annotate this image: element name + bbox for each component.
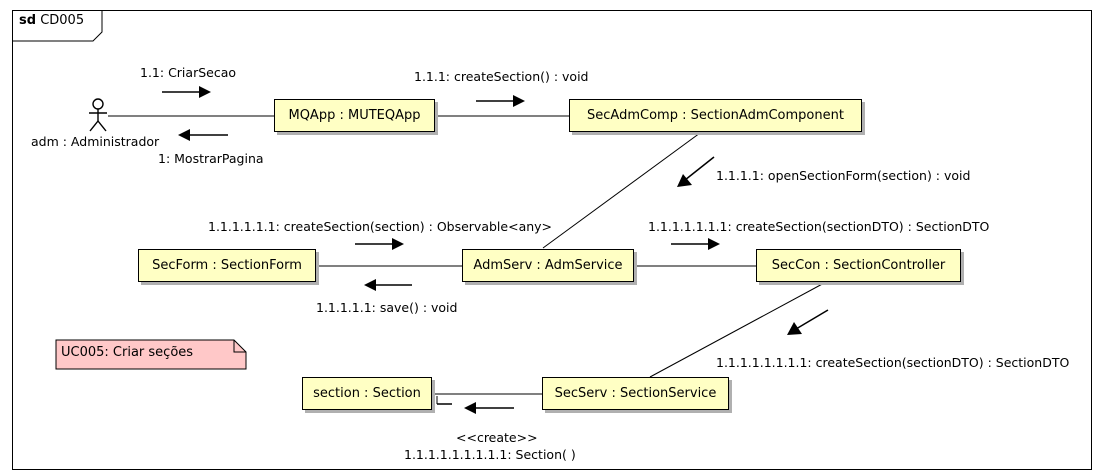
message-label: 1.1.1.1.1.1.1.1: createSection(sectionDT… [716,355,1070,370]
arrow-left-icon [178,129,228,141]
note-fold [233,340,246,353]
frame-keyword: sd [19,13,37,28]
note-text: UC005: Criar seções [61,345,194,360]
object-section[interactable]: section : Section [302,377,432,410]
frame-name: CD005 [40,13,85,28]
link-seccon-secserv [649,281,827,378]
message-label: 1.1: CriarSecao [140,65,237,80]
diagram-frame [12,10,1092,470]
arrow-right-icon [355,238,404,250]
message-label: 1.1.1.1.1.1.1: createSection(sectionDTO)… [648,219,990,234]
arrow-right-icon [162,86,211,98]
frame-label: sd CD005 [19,13,84,28]
object-secserv[interactable]: SecServ : SectionService [542,377,729,410]
actor-label: adm : Administrador [31,134,160,149]
message-label: 1.1.1.1.1.1: createSection(section) : Ob… [208,219,553,234]
message-label: 1.1.1.1.1: save() : void [316,300,458,315]
note-shape [55,339,247,370]
arrow-left-icon [464,402,514,414]
link-secadmcomp-admserv [542,132,701,249]
object-seccon[interactable]: SecCon : SectionController [756,249,961,282]
message-label: 1.1.1.1.1.1.1.1.1: Section( ) [404,447,576,462]
arrow-right-icon [476,95,525,107]
actor-figure [89,98,107,132]
object-mqapp[interactable]: MQApp : MUTEQApp [274,99,435,132]
frame-tab-outline [12,10,103,42]
message-label: 1.1.1.1: openSectionForm(section) : void [716,168,971,183]
object-secform[interactable]: SecForm : SectionForm [138,249,316,282]
object-secadmcomp[interactable]: SecAdmComp : SectionAdmComponent [569,99,862,132]
object-admserv[interactable]: AdmServ : AdmService [462,249,634,282]
arrow-left-icon [364,279,412,291]
arrow-right-icon [671,238,720,250]
message-label: 1.1.1: createSection() : void [414,69,589,84]
arrow-downleft-icon [787,309,829,335]
arrow-downleft-icon [677,156,715,187]
stereotype-label: <<create>> [456,430,538,445]
message-label: 1: MostrarPagina [158,151,264,166]
